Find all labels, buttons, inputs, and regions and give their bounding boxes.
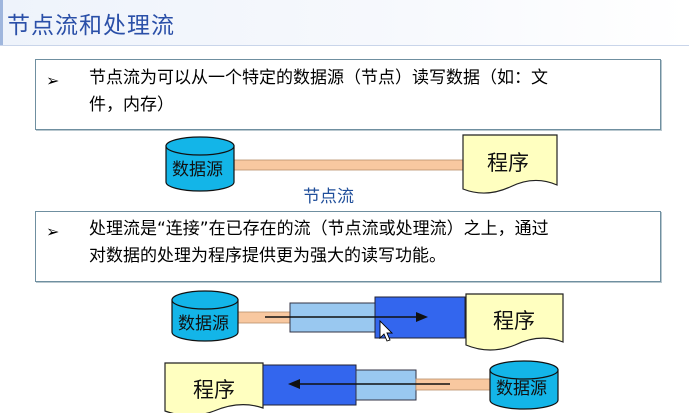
node-stream-segment	[262, 364, 357, 406]
title-bar	[0, 0, 689, 46]
bullet-box-processing-stream	[35, 211, 661, 282]
data-source-cylinder-icon	[165, 136, 235, 192]
diagram1-stream-label: 节点流	[303, 187, 354, 207]
program-document-icon	[462, 134, 558, 194]
bullet-box-node-stream	[35, 59, 661, 130]
bullet2-line1: 处理流是“连接”在已存在的流（节点流或处理流）之上，通过	[89, 219, 549, 239]
mouse-cursor-icon	[379, 319, 394, 342]
node-stream-pipe	[231, 159, 467, 171]
diagram3-source-label: 数据源	[496, 379, 547, 399]
diagram-node-stream	[165, 134, 558, 194]
program-document-icon	[164, 362, 264, 413]
slide-title: 节点流和处理流	[7, 13, 175, 39]
bullet-arrow-icon: ➢	[46, 71, 60, 90]
diagram2-program-label: 程序	[493, 309, 535, 333]
bullet2-line2: 对数据的处理为程序提供更为强大的读写功能。	[89, 246, 446, 266]
diagram3-program-label: 程序	[193, 378, 235, 402]
diagram1-program-label: 程序	[487, 151, 529, 175]
arrowhead-right-icon	[416, 312, 428, 322]
title-divider	[0, 45, 689, 46]
diagram-processing-write	[164, 360, 559, 413]
title-accent	[0, 0, 3, 46]
arrowhead-left-icon	[288, 379, 300, 389]
diagram1-source-label: 数据源	[172, 160, 223, 180]
bullet-arrow-icon: ➢	[46, 222, 60, 241]
bullet1-line2: 件，内存）	[89, 95, 174, 115]
diagram2-source-label: 数据源	[178, 314, 229, 334]
processing-stream-segment	[355, 369, 417, 401]
bullet1-line1: 节点流为可以从一个特定的数据源（节点）读写数据（如：文	[89, 68, 548, 88]
diagram-processing-read	[171, 290, 564, 351]
data-source-cylinder-icon	[489, 360, 559, 410]
data-source-cylinder-icon	[171, 290, 239, 342]
program-document-icon	[465, 293, 564, 351]
